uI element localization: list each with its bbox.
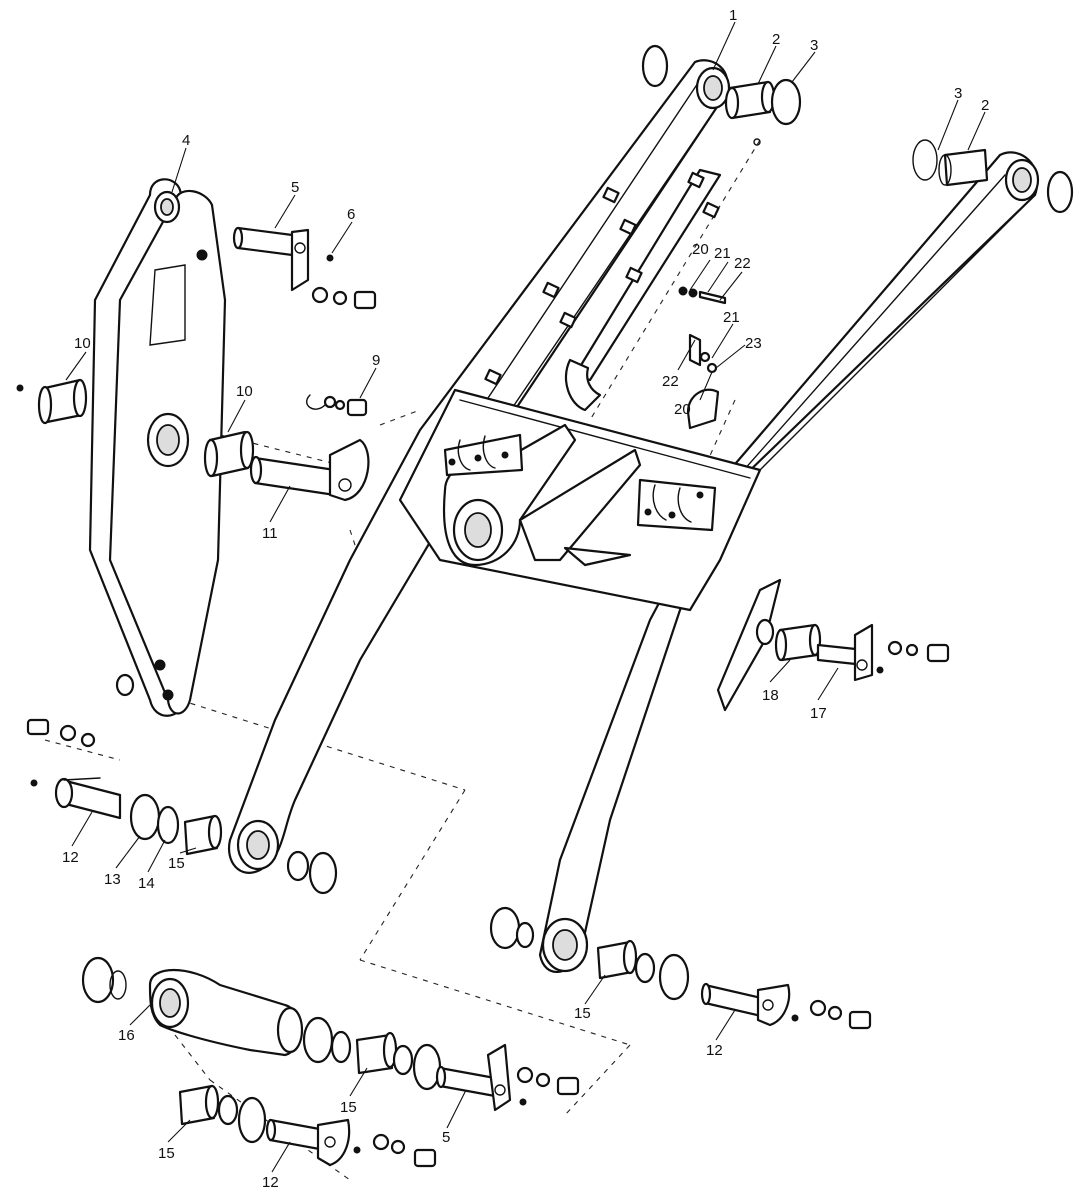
bushing-15-right xyxy=(596,939,690,1001)
label-5-bottom: 5 xyxy=(442,1129,450,1146)
label-23: 23 xyxy=(745,335,762,352)
bushing-15-left xyxy=(183,814,223,856)
hose-clamp-left xyxy=(443,433,524,477)
label-17: 17 xyxy=(810,705,827,722)
label-2-top: 2 xyxy=(772,31,780,48)
bolt-washer-lower-left xyxy=(26,718,96,748)
label-12-bottom: 12 xyxy=(262,1174,279,1191)
bushing-2-top xyxy=(724,80,776,120)
cross-member xyxy=(398,388,762,612)
hose-clamp-right xyxy=(636,478,717,532)
label-20-top: 20 xyxy=(692,241,709,258)
bushing-15-bottom xyxy=(178,1084,267,1144)
label-12-right: 12 xyxy=(706,1042,723,1059)
hose-fittings-20-22 xyxy=(678,286,727,430)
ring-14 xyxy=(156,805,180,845)
label-15-bottom: 15 xyxy=(158,1145,175,1162)
part-labels: 1 2 3 3 2 4 5 6 9 10 10 11 20 21 22 21 2… xyxy=(62,7,989,1191)
pin-5-top xyxy=(232,226,377,310)
label-5-top: 5 xyxy=(291,179,299,196)
label-1: 1 xyxy=(729,7,737,24)
seals-right-arm-end xyxy=(489,906,535,950)
leader-lines xyxy=(65,21,986,1173)
label-15-mid: 15 xyxy=(340,1099,357,1116)
pin-5-bottom xyxy=(435,1043,580,1112)
label-12-left: 12 xyxy=(62,849,79,866)
label-22-mid: 22 xyxy=(662,373,679,390)
bushing-10-center xyxy=(203,430,255,478)
washer-3-right xyxy=(912,139,1074,214)
label-21-top: 21 xyxy=(714,245,731,262)
label-3-top: 3 xyxy=(810,37,818,54)
pin-12-bottom xyxy=(265,1118,437,1168)
label-18: 18 xyxy=(762,687,779,704)
label-2-right: 2 xyxy=(981,97,989,114)
pin-17 xyxy=(816,623,950,682)
seals-left-arm-end xyxy=(286,850,338,895)
pin-11 xyxy=(249,438,370,502)
bolt-9-group xyxy=(306,394,368,417)
pin-12-left xyxy=(30,777,122,820)
label-4: 4 xyxy=(182,132,190,149)
tilt-link-left xyxy=(88,178,227,717)
label-20-mid: 20 xyxy=(674,401,691,418)
label-10-center: 10 xyxy=(236,383,253,400)
label-6: 6 xyxy=(347,206,355,223)
bushing-2-right xyxy=(938,148,989,187)
bushing-18 xyxy=(774,623,822,662)
label-15-left: 15 xyxy=(168,855,185,872)
line-brackets xyxy=(484,138,761,412)
right-pivot-plate xyxy=(716,578,782,712)
washer-1-top xyxy=(641,44,669,88)
label-13: 13 xyxy=(104,871,121,888)
washer-3-top xyxy=(770,78,802,126)
tilt-link-16 xyxy=(81,956,352,1064)
label-9: 9 xyxy=(372,352,380,369)
bushing-15-mid xyxy=(355,1031,442,1091)
label-21-mid: 21 xyxy=(723,309,740,326)
pin-12-right xyxy=(700,982,872,1030)
label-11: 11 xyxy=(262,525,278,542)
snap-ring-13 xyxy=(129,793,161,841)
right-lift-arm xyxy=(538,151,1040,973)
label-14: 14 xyxy=(138,875,155,892)
label-16: 16 xyxy=(118,1027,135,1044)
left-lift-arm xyxy=(227,59,731,874)
label-10-left: 10 xyxy=(74,335,91,352)
label-15-right: 15 xyxy=(574,1005,591,1022)
bushing-10-left xyxy=(16,378,88,425)
label-3-right: 3 xyxy=(954,85,962,102)
label-22-top: 22 xyxy=(734,255,751,272)
